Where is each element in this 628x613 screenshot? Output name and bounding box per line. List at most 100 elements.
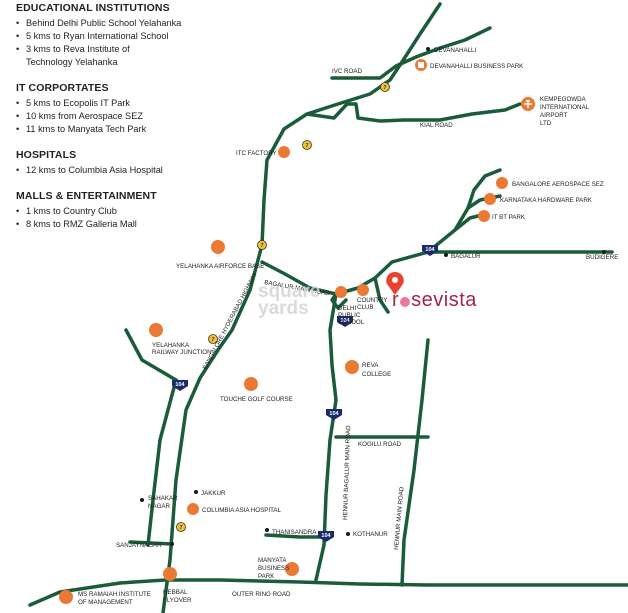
road-railway	[146, 378, 178, 547]
label-dps-2: PUBLIC	[338, 312, 361, 319]
list-item: 10 kms from Aerospace SEZ	[16, 110, 226, 123]
list-item: 1 kms to Country Club	[16, 205, 226, 218]
sh104-shield: 104	[337, 316, 353, 327]
list-item: 5 kms to Ecopolis IT Park	[16, 97, 226, 110]
svg-text:104: 104	[329, 411, 339, 417]
label-manyata-3: PARK	[258, 573, 275, 580]
label-outer-ring-road: OUTER RING ROAD	[232, 591, 291, 598]
list-item: Behind Delhi Public School Yelahanka	[16, 17, 226, 30]
hardware-icon	[484, 193, 496, 205]
label-jakkur: JAKKUR	[201, 490, 226, 497]
sh104-shield: 104	[318, 531, 334, 542]
plane-icon	[211, 240, 225, 254]
plane-icon	[524, 100, 532, 108]
list-item: 11 kms to Manyata Tech Park	[16, 123, 226, 136]
thanisandra-dot	[265, 528, 269, 532]
label-hennur-bagalur-road: HENNUR BAGALUR MAIN ROAD	[342, 425, 352, 520]
svg-text:7: 7	[211, 337, 214, 343]
road-kial	[305, 102, 522, 123]
section-title: IT CORPORTATES	[16, 82, 109, 94]
label-budigere: BUDIGERE	[586, 254, 618, 261]
list-item: 8 kms to RMZ Galleria Mall	[16, 218, 226, 231]
watermark-line-2: yards	[258, 298, 309, 319]
road-outer-ring	[28, 578, 628, 607]
road-yelahanka-west	[124, 328, 178, 382]
label-manyata-1: MANYATA	[258, 557, 287, 564]
label-itc-factory: ITC FACTORY	[236, 150, 277, 157]
club-icon	[357, 284, 369, 296]
college-icon	[345, 360, 359, 374]
devanahalli-dot	[426, 47, 430, 51]
svg-text:104: 104	[425, 247, 435, 253]
nh7-shield: 7	[176, 522, 186, 532]
info-panel: EDUCATIONAL INSTITUTIONS Behind Delhi Pu…	[16, 2, 226, 244]
watermark-line-1: square	[258, 281, 321, 302]
business-park-icon	[285, 562, 299, 576]
label-bagalur: BAGALUR	[451, 253, 481, 260]
section-title: HOSPITALS	[16, 149, 77, 161]
nh7-shield: 7	[380, 82, 390, 92]
section-list: 12 kms to Columbia Asia Hospital	[16, 164, 226, 177]
label-reva-1: REVA	[362, 362, 379, 369]
svg-text:104: 104	[340, 318, 350, 324]
label-kothanur: KOTHANUR	[353, 531, 388, 538]
institute-icon	[59, 590, 73, 604]
sh104-shield: 104	[172, 380, 188, 391]
label-msr-1: MS RAMAIAH INSTITUTE	[78, 591, 151, 598]
sahakar-dot	[140, 498, 144, 502]
train-icon	[149, 323, 163, 337]
label-hebbal-1: HEBBAL	[163, 589, 188, 596]
svg-text:7: 7	[260, 243, 263, 249]
section-list: 5 kms to Ecopolis IT Park 10 kms from Ae…	[16, 97, 226, 136]
label-country-club-1: COUNTRY	[357, 297, 387, 304]
svg-text:104: 104	[175, 382, 185, 388]
brand-suffix: sevista	[411, 289, 477, 311]
label-manyata-2: BUSINESS	[258, 565, 289, 572]
label-kogilu-road: KOGILU ROAD	[358, 441, 402, 448]
plane-icon	[496, 177, 508, 189]
project-location-pin-icon	[386, 272, 404, 295]
it-park-icon	[478, 210, 490, 222]
label-karnataka-hardware-park: KARNATAKA HARDWARE PARK	[500, 197, 593, 204]
label-reva-2: COLLEGE	[362, 371, 391, 378]
nh7-shield: 7	[257, 240, 267, 250]
label-columbia-asia: COLUMBIA ASIA HOSPITAL	[202, 507, 282, 514]
label-dps-1: DELHI	[338, 305, 357, 312]
label-devanahalli: DEVANAHALLI	[434, 47, 476, 54]
list-item: 5 kms to Ryan International School	[16, 30, 226, 43]
label-thanisandra: THANISANDRA	[272, 529, 317, 536]
flyover-icon	[163, 567, 177, 581]
label-yelahanka-rail-1: YELAHANKA	[152, 342, 190, 349]
label-ivc-road: IVC ROAD	[332, 68, 362, 75]
bagalur-dot	[444, 253, 448, 257]
sanjaynagar-dot	[170, 542, 174, 546]
building-icon	[418, 62, 424, 68]
road-ivc	[330, 26, 492, 80]
budigere-dot	[602, 250, 606, 254]
label-airport-2: INTERNATIONAL	[540, 104, 590, 111]
label-airport-1: KEMPEGOWDA	[540, 96, 587, 103]
brand-prefix: r	[392, 289, 400, 311]
section-list: 1 kms to Country Club 8 kms to RMZ Galle…	[16, 205, 226, 231]
label-it-bt-park: IT BT PARK	[492, 214, 526, 221]
school-icon	[335, 286, 347, 298]
svg-text:7: 7	[305, 143, 308, 149]
nh7-shield: 7	[302, 140, 312, 150]
list-item: 3 kms to Reva Institute of	[16, 43, 226, 56]
label-touche-golf: TOUCHE GOLF COURSE	[220, 396, 293, 403]
road-aerospace	[426, 168, 502, 254]
label-sahakar-2: NAGAR	[148, 503, 171, 510]
brand-logo: r sevista	[392, 289, 477, 312]
nh7-shield: 7	[208, 334, 218, 344]
road-sanjay	[128, 540, 174, 546]
factory-icon	[278, 146, 290, 158]
label-airforce-base: YELAHANKA AIRFORCE BASE	[176, 263, 264, 270]
label-devanahalli-business-park: DEVANAHALLI BUSINESS PARK	[430, 63, 524, 70]
kothanur-dot	[346, 532, 350, 536]
label-msr-2: OF MANAGEMENT	[78, 599, 133, 606]
sh104-shield: 104	[422, 245, 438, 256]
label-airport-4: LTD	[540, 120, 552, 127]
label-dps-3: SCHOOL	[338, 319, 365, 326]
section-list: Behind Delhi Public School Yelahanka 5 k…	[16, 17, 226, 69]
